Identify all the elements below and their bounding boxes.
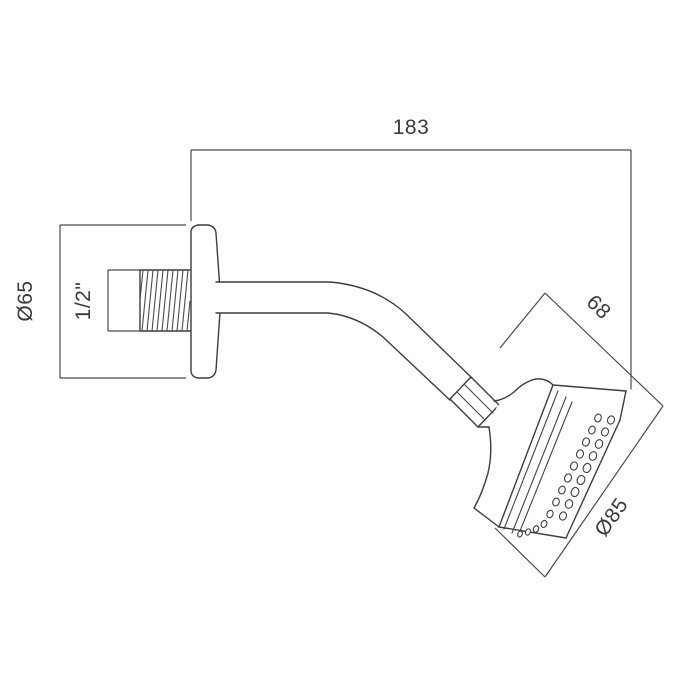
head-bottom-left-corner [473, 507, 500, 528]
wall-flange [190, 224, 221, 379]
thread-hatching [139, 269, 191, 332]
dimension-line-68 [544, 292, 664, 407]
head-top-edge [552, 384, 627, 392]
head-face-inner-edge [498, 384, 554, 528]
arm-top-edge [215, 281, 473, 379]
collar-inner-line-2 [464, 384, 494, 414]
dimension-label-65: Ø65 [14, 280, 37, 321]
shower-arm [215, 281, 473, 403]
head-bevel-line-1 [503, 390, 559, 530]
head-front-right-edge [565, 419, 621, 539]
arm-fill [216, 282, 470, 399]
dimension-flange-diameter: Ø65 [14, 224, 186, 379]
head-back-right-edge [619, 390, 627, 421]
dimension-label-half-inch: 1/2" [72, 282, 95, 321]
head-left-taper [473, 426, 492, 509]
dimension-overall-length: 183 [190, 116, 632, 392]
arm-bottom-edge [215, 312, 453, 403]
head-bevel-line-2 [511, 396, 567, 534]
dimension-thread-size: 1/2" [72, 269, 140, 332]
dimension-line-85 [544, 405, 664, 578]
shower-head [473, 378, 640, 539]
extension-line-68-left [499, 292, 546, 349]
extension-line-85-bottom [494, 527, 546, 578]
head-bevel-line-3 [517, 401, 573, 537]
head-bottom-edge [498, 526, 567, 539]
thread-section [139, 269, 191, 332]
dimension-label-183: 183 [393, 116, 430, 139]
collar-inner-line [456, 391, 486, 421]
nozzle-row [517, 413, 616, 538]
head-neck-top [493, 378, 554, 402]
thread-outline [139, 269, 191, 332]
flange-fill [191, 225, 220, 378]
